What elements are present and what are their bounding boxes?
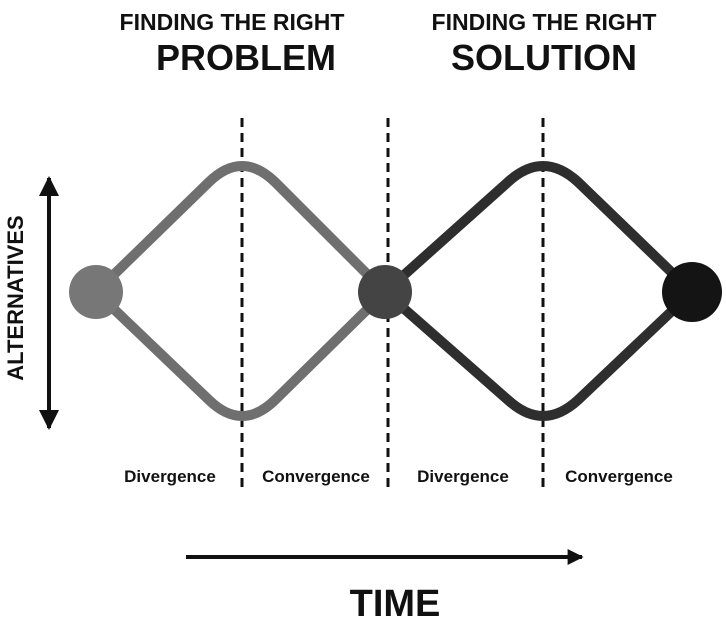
problem-heading-line1: FINDING THE RIGHT bbox=[120, 9, 345, 35]
middle-node bbox=[358, 265, 412, 319]
time-label: TIME bbox=[350, 583, 441, 623]
start-node bbox=[69, 265, 123, 319]
solution-heading-line1: FINDING THE RIGHT bbox=[432, 9, 657, 35]
solution-diamond bbox=[380, 161, 697, 421]
solution-heading-line2: SOLUTION bbox=[451, 37, 637, 78]
phase-label-convergence-2: Convergence bbox=[565, 467, 673, 486]
end-node bbox=[662, 262, 722, 322]
phase-label-divergence-1: Divergence bbox=[124, 467, 216, 486]
problem-heading-line2: PROBLEM bbox=[156, 37, 336, 78]
phase-label-convergence-1: Convergence bbox=[262, 467, 370, 486]
phase-label-divergence-2: Divergence bbox=[417, 467, 509, 486]
alternatives-label: ALTERNATIVES bbox=[3, 215, 28, 380]
